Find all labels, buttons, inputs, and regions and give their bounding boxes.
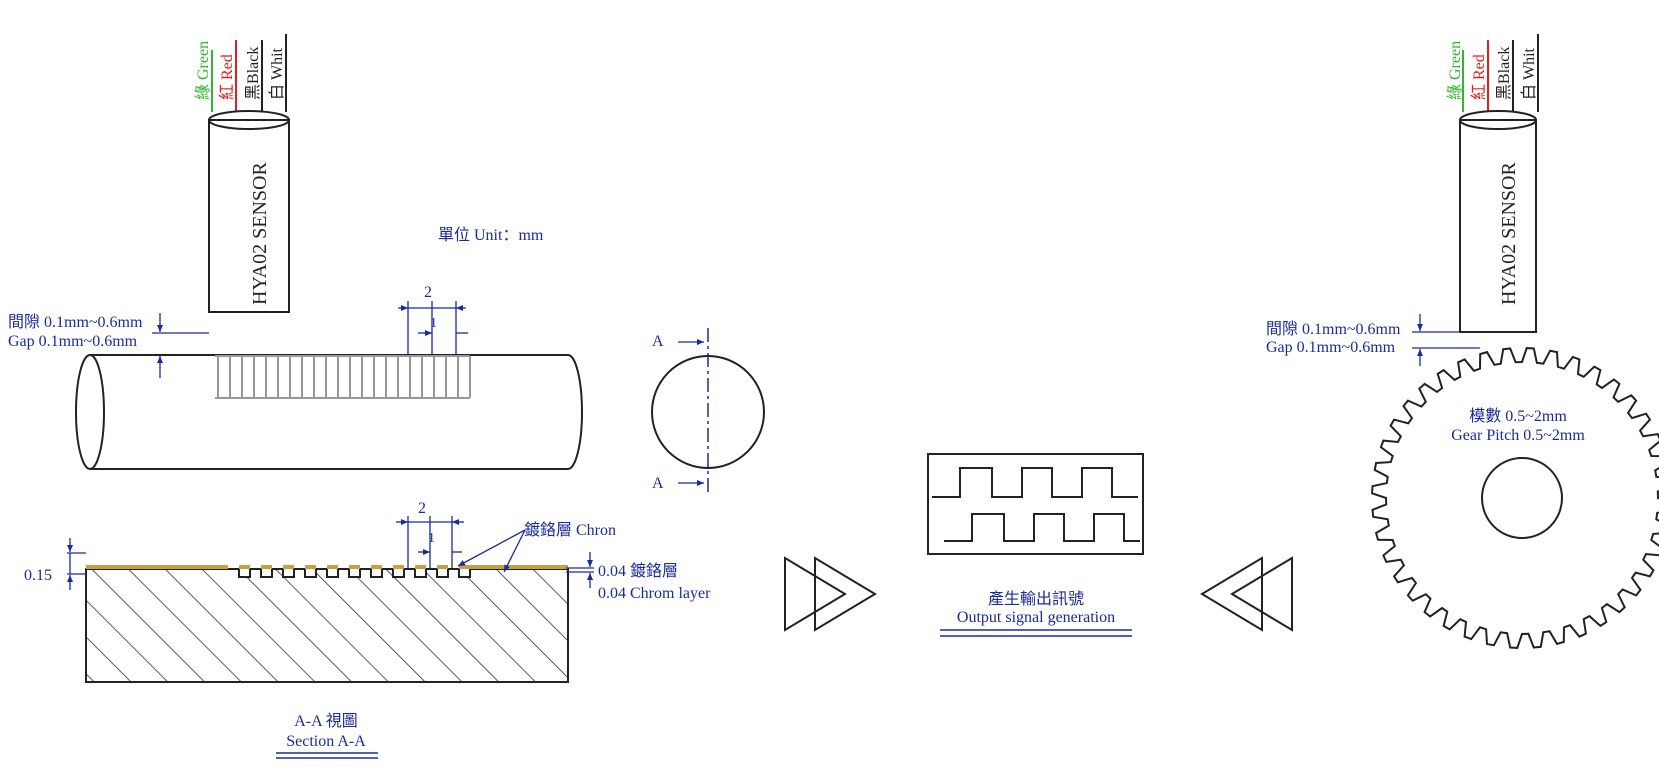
sensor-label-left: HYA02 SENSOR bbox=[249, 162, 271, 305]
depth-value: 0.15 bbox=[24, 567, 52, 584]
toothed-shaft bbox=[75, 354, 583, 470]
gear: 模數 0.5~2mm Gear Pitch 0.5~2mm bbox=[1371, 347, 1659, 649]
wire-label-red-right: 紅 Red bbox=[1470, 54, 1488, 100]
section-title-en: Section A-A bbox=[286, 733, 366, 750]
left-sensor: 綠 Green 紅 Red 黑Black 白 Whit HYA02 SENSOR bbox=[194, 34, 290, 313]
gap-label-zh-right: 間隙 0.1mm~0.6mm bbox=[1266, 320, 1401, 338]
right-sensor: 綠 Green 紅 Red 黑Black 白 Whit HYA02 SENSOR bbox=[1446, 34, 1539, 333]
wire-label-green: 綠 Green bbox=[194, 41, 212, 100]
gear-module-label: 模數 0.5~2mm bbox=[1469, 407, 1567, 425]
shaft-pitch-dimension: 2 1 bbox=[398, 284, 468, 356]
shaft-pitch-value: 2 bbox=[424, 284, 432, 301]
shaft-tooth-lines bbox=[217, 356, 471, 398]
section-title-zh: A-A 視圖 bbox=[294, 712, 358, 730]
section-pitch-value: 2 bbox=[418, 500, 426, 517]
wire-label-red: 紅 Red bbox=[218, 54, 236, 100]
backward-arrow-icon bbox=[1200, 556, 1293, 632]
shaft-width-value: 1 bbox=[430, 316, 437, 331]
gap-label-en-right: Gap 0.1mm~0.6mm bbox=[1266, 339, 1396, 356]
gap-dimension-right: 間隙 0.1mm~0.6mm Gap 0.1mm~0.6mm bbox=[1266, 314, 1480, 366]
gap-dimension-left: 間隙 0.1mm~0.6mm Gap 0.1mm~0.6mm bbox=[8, 313, 209, 378]
sensor-label-right: HYA02 SENSOR bbox=[1498, 162, 1520, 305]
signal-title-zh: 產生輸出訊號 bbox=[988, 590, 1084, 608]
signal-title-en: Output signal generation bbox=[957, 609, 1115, 626]
output-signal-box: 產生輸出訊號 Output signal generation bbox=[927, 453, 1144, 637]
layer-label-zh: 0.04 鍍鉻層 bbox=[598, 562, 678, 580]
layer-label-en: 0.04 Chrom layer bbox=[598, 585, 711, 602]
wire-label-white: 白 Whit bbox=[268, 47, 286, 100]
cross-section: 0.15 2 1 鍍鉻層 Chron 0.04 鍍鉻層 0.04 Chrom l… bbox=[24, 500, 711, 759]
section-mark-bottom: A bbox=[652, 475, 664, 492]
section-width-value: 1 bbox=[428, 531, 435, 546]
section-mark-top: A bbox=[652, 333, 664, 350]
gap-label-zh: 間隙 0.1mm~0.6mm bbox=[8, 313, 143, 331]
forward-arrow-icon bbox=[784, 556, 877, 632]
gear-pitch-label: Gear Pitch 0.5~2mm bbox=[1451, 427, 1585, 444]
wire-label-black: 黑Black bbox=[245, 47, 262, 100]
wire-label-black-right: 黑Black bbox=[1496, 47, 1513, 100]
section-view-circle: A A bbox=[651, 328, 765, 496]
wire-label-white-right: 白 Whit bbox=[1520, 47, 1538, 100]
unit-label: 單位 Unit：mm bbox=[438, 226, 544, 244]
wire-label-green-right: 綠 Green bbox=[1446, 41, 1464, 100]
chrome-callout: 鍍鉻層 Chron bbox=[524, 521, 616, 539]
gap-label-en: Gap 0.1mm~0.6mm bbox=[8, 333, 138, 350]
